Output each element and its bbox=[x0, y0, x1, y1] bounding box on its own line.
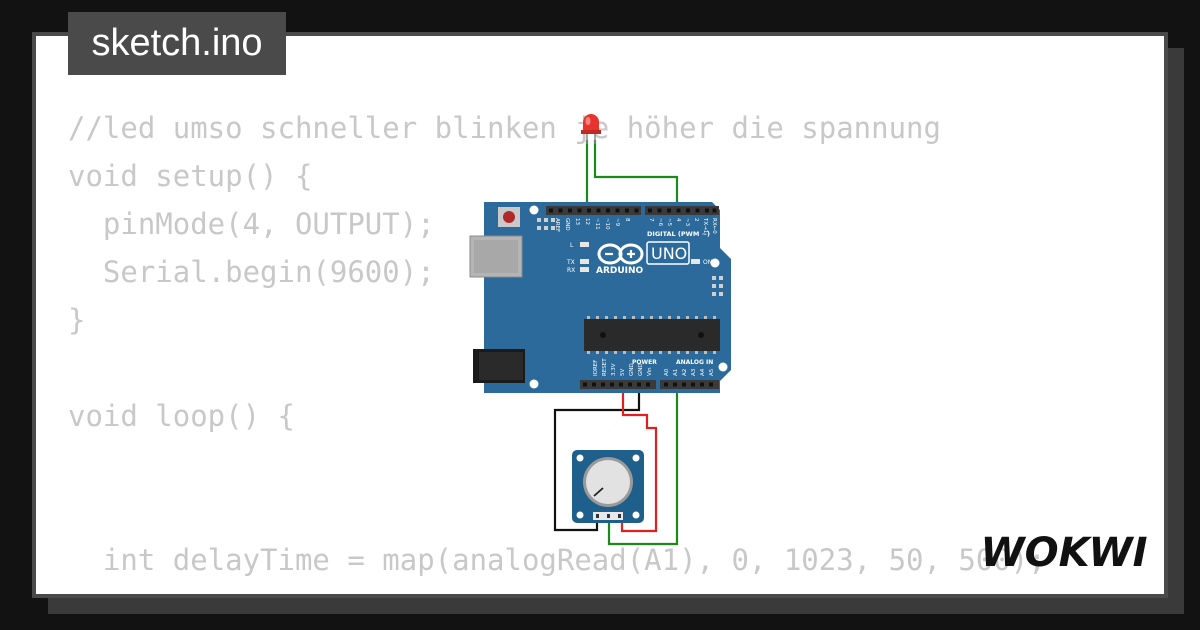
led-label: L bbox=[570, 242, 574, 249]
microcontroller-chip bbox=[584, 319, 720, 351]
pin-label: RX←0 bbox=[711, 218, 717, 234]
mount-hole bbox=[576, 454, 584, 462]
usb-inner bbox=[474, 240, 518, 273]
digital-header-left bbox=[546, 206, 641, 215]
led-highlight bbox=[585, 117, 591, 125]
wire-pot-5v[interactable] bbox=[620, 383, 658, 533]
potentiometer[interactable] bbox=[572, 450, 644, 523]
pin-label: ~5 bbox=[666, 218, 672, 227]
pin-label: 8 bbox=[624, 218, 630, 222]
led-indicator-rx bbox=[580, 267, 589, 272]
board-brand: ARDUINO bbox=[596, 266, 644, 276]
pin-label: A3 bbox=[691, 368, 697, 376]
pin-label: 5V bbox=[620, 369, 626, 376]
red-led[interactable] bbox=[581, 114, 601, 144]
led-label: RX bbox=[567, 267, 575, 274]
model-badge bbox=[646, 241, 690, 265]
pin-label: A2 bbox=[682, 369, 688, 376]
power-label: POWER bbox=[632, 359, 657, 366]
mount-hole bbox=[718, 362, 728, 372]
pin-label: ~11 bbox=[594, 218, 600, 230]
code-line: //led umso schneller blinken je höher di… bbox=[68, 111, 941, 145]
arduino-uno-board[interactable]: AREF GND 13 12 ~11 ~10 ~9 8 7 ~6 ~5 4 ~3… bbox=[469, 202, 731, 393]
led-label: TX bbox=[566, 259, 575, 266]
wire-pot-signal[interactable] bbox=[607, 383, 679, 546]
pin-label: 7 bbox=[648, 218, 654, 222]
mount-hole bbox=[529, 205, 539, 215]
file-name-tab: sketch.ino bbox=[68, 12, 286, 75]
pin-label: 2 bbox=[693, 218, 699, 222]
arduino-logo-icon bbox=[597, 243, 644, 265]
pin-label: TX→1 bbox=[702, 217, 708, 233]
pin-label: GND bbox=[629, 363, 635, 376]
analog-label: ANALOG IN bbox=[676, 359, 713, 366]
wire-pot-gnd[interactable] bbox=[553, 383, 641, 532]
mount-hole bbox=[710, 258, 720, 268]
pot-knob-indicator bbox=[593, 487, 604, 497]
pin-label: A1 bbox=[673, 369, 679, 376]
pin-label: AREF bbox=[554, 218, 560, 232]
pin-label: Vin bbox=[647, 367, 653, 376]
led-label: ON bbox=[703, 259, 712, 266]
digital-label: DIGITAL (PWM ~) bbox=[647, 230, 710, 238]
code-line: } bbox=[68, 303, 86, 337]
power-header bbox=[580, 380, 656, 389]
wokwi-logo: WOKWI bbox=[980, 530, 1147, 572]
code-line: Serial.begin(9600); bbox=[68, 255, 435, 289]
pin-label: 4 bbox=[675, 218, 681, 222]
pin-label: A5 bbox=[709, 368, 715, 376]
code-line: int delayTime = map(analogRead(A1), 0, 1… bbox=[68, 543, 1046, 577]
mount-hole bbox=[632, 511, 640, 519]
code-line: pinMode(4, OUTPUT); bbox=[68, 207, 435, 241]
wokwi-logo-text: WOKWI bbox=[980, 530, 1147, 572]
chip-dot bbox=[698, 332, 704, 338]
power-jack-inner bbox=[479, 352, 523, 380]
led-indicator-on bbox=[691, 259, 700, 264]
pin-label: A4 bbox=[700, 368, 706, 376]
chip-dot bbox=[600, 332, 606, 338]
icsp-header-right bbox=[712, 276, 723, 296]
wire-led-pin4[interactable] bbox=[593, 140, 679, 212]
pin-label: GND bbox=[564, 218, 570, 231]
mount-hole bbox=[529, 379, 539, 389]
pin-label: A0 bbox=[664, 368, 670, 376]
digital-header-right bbox=[645, 206, 719, 215]
pin-label: GND bbox=[638, 363, 644, 376]
pin-label: IOREF bbox=[593, 360, 599, 376]
icsp-header bbox=[537, 218, 555, 230]
led-indicator-tx bbox=[580, 259, 589, 264]
code-editor: //led umso schneller blinken je höher di… bbox=[68, 104, 1046, 584]
pot-knob[interactable] bbox=[586, 460, 630, 504]
pin-label: 3.3V bbox=[611, 363, 617, 376]
mount-hole bbox=[576, 511, 584, 519]
pin-label: 13 bbox=[574, 218, 580, 225]
pin-label: 12 bbox=[584, 218, 590, 225]
led-body bbox=[583, 114, 599, 132]
analog-header bbox=[660, 380, 719, 389]
pin-label: ~10 bbox=[604, 218, 610, 230]
led-indicator-l bbox=[580, 242, 589, 247]
reset-button[interactable] bbox=[503, 211, 515, 223]
code-line: void loop() { bbox=[68, 399, 295, 433]
code-line: void setup() { bbox=[68, 159, 313, 193]
wires bbox=[553, 140, 679, 546]
pin-label: ~3 bbox=[684, 218, 690, 227]
pin-label: RESET bbox=[602, 358, 608, 376]
board-model: UNO bbox=[651, 244, 687, 263]
led-rim bbox=[581, 130, 601, 134]
pin-label: ~6 bbox=[657, 218, 663, 227]
pin-label: ~9 bbox=[614, 218, 620, 227]
mount-hole bbox=[632, 454, 640, 462]
